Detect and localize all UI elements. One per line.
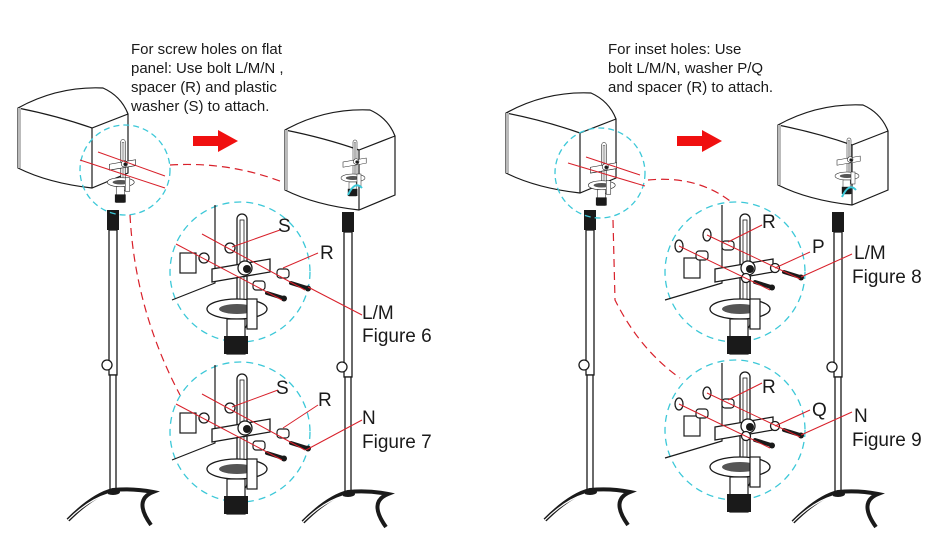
- right-arrow-icon: [677, 130, 722, 152]
- right-instruction-caption: For inset holes: Use bolt L/M/N, washer …: [608, 41, 774, 96]
- speaker-stand-icon: [543, 208, 632, 527]
- speaker-icon: [17, 87, 129, 189]
- label-washer-s: S: [276, 378, 289, 399]
- right-panel: [505, 92, 889, 529]
- spacer-icon: [252, 280, 266, 291]
- label-bolt-lm: L/M: [362, 303, 394, 324]
- spacer-icon: [276, 268, 290, 279]
- label-bolt-lm: L/M: [854, 243, 886, 264]
- callout-connector: [647, 178, 736, 206]
- left-instruction-caption: For screw holes on flat panel: Use bolt …: [131, 41, 284, 115]
- label-bolt-n: N: [854, 406, 868, 427]
- figure-9-label: Figure 9: [852, 430, 922, 451]
- figure-7-detail: [169, 361, 363, 515]
- speaker-stand-icon: [66, 208, 155, 527]
- label-washer-p: P: [812, 237, 825, 258]
- speaker-icon: [777, 104, 889, 206]
- label-washer-q: Q: [812, 400, 827, 421]
- callout-connector: [129, 214, 181, 396]
- callout-connector: [612, 219, 681, 379]
- figure-8-detail: [664, 201, 853, 355]
- spacer-icon: [276, 428, 290, 439]
- spacer-icon: [695, 250, 709, 261]
- spacer-icon: [252, 440, 266, 451]
- figure-6-detail: [169, 201, 363, 355]
- figure-6-label: Figure 6: [362, 326, 432, 347]
- leader-line: [97, 151, 166, 177]
- spacer-icon: [721, 398, 735, 409]
- label-washer-s: S: [278, 216, 291, 237]
- figure-7-label: Figure 7: [362, 432, 432, 453]
- spacer-icon: [695, 408, 709, 419]
- label-spacer-r: R: [320, 243, 334, 264]
- leader-line: [79, 159, 166, 189]
- left-panel: [17, 87, 396, 529]
- label-spacer-r: R: [762, 377, 776, 398]
- label-bolt-n: N: [362, 408, 376, 429]
- speaker-stand-icon: [301, 210, 390, 529]
- spacer-icon: [721, 240, 735, 251]
- right-arrow-icon: [193, 130, 238, 152]
- detail-circle-small: [554, 127, 646, 219]
- speaker-icon: [505, 92, 617, 194]
- detail-circle-small: [79, 124, 171, 216]
- figure-8-label: Figure 8: [852, 267, 922, 288]
- speaker-icon: [284, 109, 396, 211]
- label-spacer-r: R: [318, 390, 332, 411]
- figure-9-detail: [664, 359, 853, 513]
- label-spacer-r: R: [762, 212, 776, 233]
